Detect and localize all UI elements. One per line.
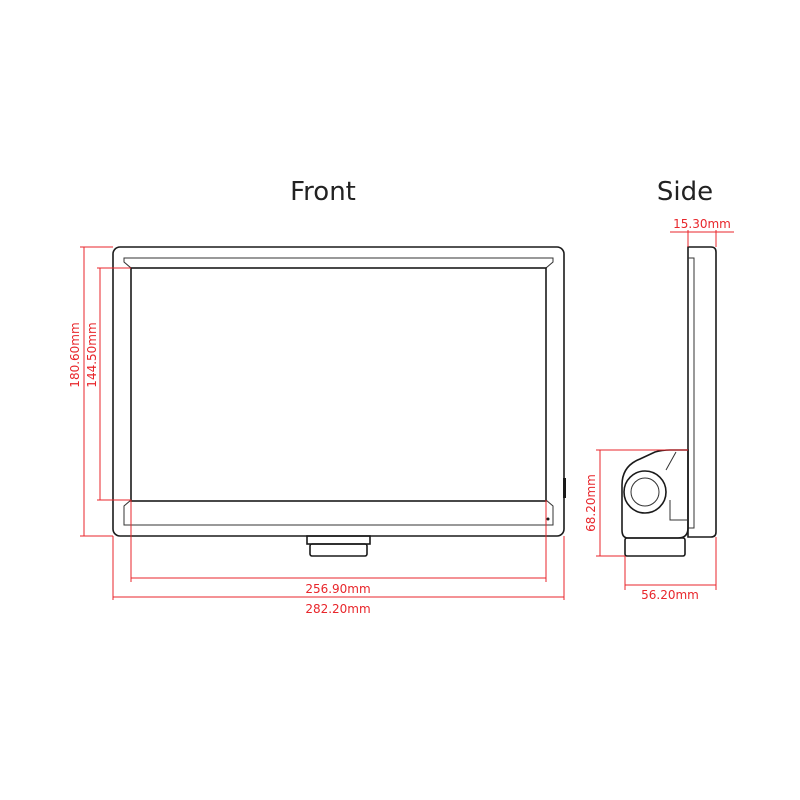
side-button [563, 478, 566, 498]
front-view [112, 246, 566, 557]
monitor-outer-frame [112, 246, 565, 537]
side-view-title: Side [657, 177, 713, 207]
side-hinge-inner [630, 477, 660, 507]
outer-height-label: 180.60mm [68, 322, 82, 387]
side-stand-detail [665, 451, 688, 521]
side-view [621, 246, 717, 557]
monitor-screen [130, 267, 547, 502]
outer-width-label: 282.20mm [305, 602, 370, 616]
power-indicator [546, 517, 550, 521]
side-dimensions [596, 230, 734, 590]
side-stand-base [624, 537, 686, 557]
front-stand-base [309, 543, 368, 557]
monitor-inner-bezel [123, 257, 554, 526]
stand-height-label: 68.20mm [584, 474, 598, 532]
front-view-title: Front [290, 177, 356, 207]
stand-depth-label: 56.20mm [641, 588, 699, 602]
side-hinge-outer [623, 470, 667, 514]
screen-width-label: 256.90mm [305, 582, 370, 596]
side-depth-label: 15.30mm [673, 217, 731, 231]
side-monitor-body [687, 246, 717, 538]
front-dimensions [80, 246, 565, 600]
front-stand-connector [306, 535, 371, 545]
screen-height-label: 144.50mm [85, 322, 99, 387]
side-monitor-back [688, 257, 695, 529]
side-stand-housing [621, 449, 689, 539]
